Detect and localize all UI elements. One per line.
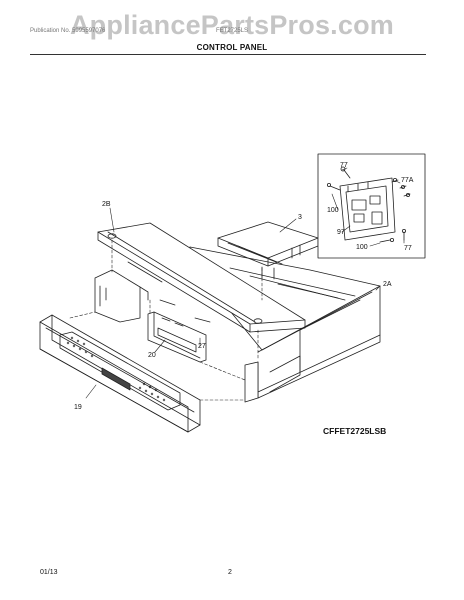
callout-20: 20 xyxy=(148,352,156,359)
callout-2b: 2B xyxy=(102,201,111,208)
callout-77-bottom: 77 xyxy=(404,245,412,252)
header-model: FET2725LS xyxy=(216,28,249,34)
callout-97: 97 xyxy=(337,229,345,236)
callout-19: 19 xyxy=(74,404,82,411)
footer-page-number: 2 xyxy=(228,569,232,576)
callout-100-bottom: 100 xyxy=(356,244,368,251)
part-2b-panel-support xyxy=(97,222,306,333)
title-divider xyxy=(30,54,426,55)
callout-77a: 77A xyxy=(401,177,414,184)
callout-100-left: 100 xyxy=(327,207,339,214)
callout-27: 27 xyxy=(198,343,206,350)
left-side-bracket xyxy=(94,269,149,323)
part-19-control-panel-fascia xyxy=(39,314,201,433)
assembly-guide-lines xyxy=(69,239,263,401)
part-20-touch-board xyxy=(147,311,207,363)
callout-77-top: 77 xyxy=(340,162,348,169)
control-board-inset xyxy=(317,153,426,259)
callout-3: 3 xyxy=(298,214,302,221)
watermark-logo: AppliancePartsPros.com xyxy=(69,10,394,40)
page-title: CONTROL PANEL xyxy=(196,43,268,52)
model-number-label: CFFET2725LSB xyxy=(323,426,387,436)
callout-2a: 2A xyxy=(383,281,392,288)
footer-date: 01/13 xyxy=(40,569,58,576)
callout-leader-lines xyxy=(85,167,405,399)
publication-number: Publication No. 5995597076 xyxy=(30,28,106,34)
